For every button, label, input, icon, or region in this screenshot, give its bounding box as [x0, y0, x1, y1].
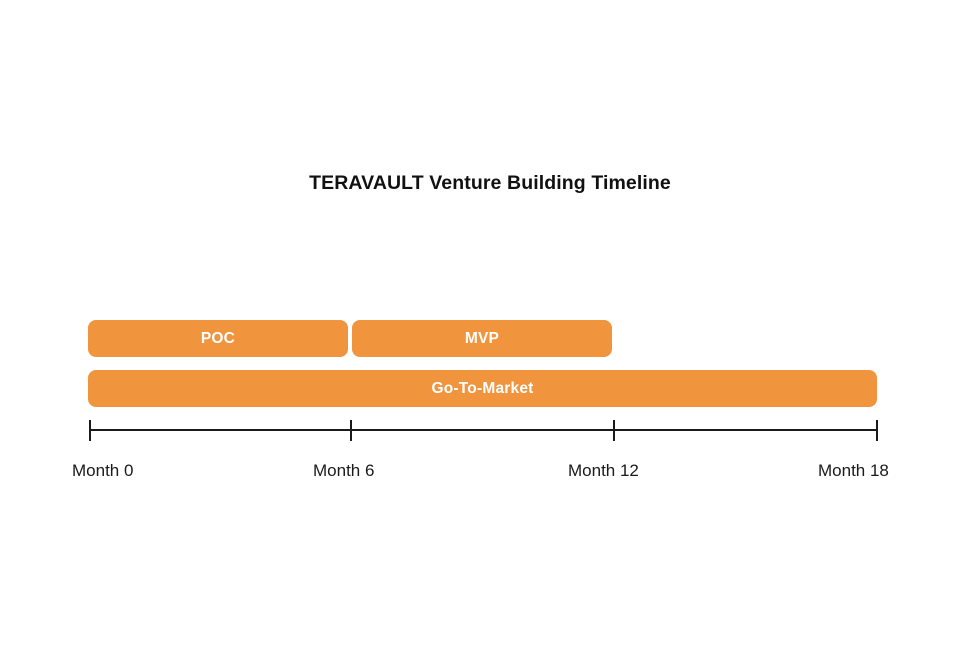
gantt-bar-label-poc: POC — [200, 329, 236, 347]
gantt-bar-label-mvp: MVP — [464, 329, 500, 347]
axis-tick-month-0 — [89, 420, 91, 441]
axis-tick-label-month-0: Month 0 — [72, 461, 134, 480]
axis-tick-label-month-18: Month 18 — [818, 461, 889, 480]
axis-tick-label-month-6: Month 6 — [313, 461, 375, 480]
gantt-bar-label-go-to-market: Go-To-Market — [431, 379, 534, 397]
axis-tick-month-6 — [350, 420, 352, 441]
axis-line — [89, 429, 878, 431]
axis-tick-month-18 — [876, 420, 878, 441]
gantt-bar-poc[interactable]: POC — [88, 320, 348, 357]
axis-tick-label-month-12: Month 12 — [568, 461, 639, 480]
page-title: TERAVAULT Venture Building Timeline — [309, 172, 671, 194]
gantt-bar-mvp[interactable]: MVP — [352, 320, 612, 357]
gantt-bar-go-to-market[interactable]: Go-To-Market — [88, 370, 877, 407]
axis-tick-month-12 — [613, 420, 615, 441]
